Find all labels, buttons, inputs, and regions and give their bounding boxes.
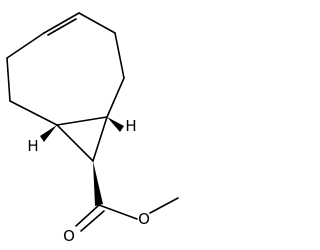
ring-bond-c8-c7 — [114, 32, 125, 79]
cyclopropane-bond-c5-c9 — [56, 124, 94, 162]
molecular-structure: H H O O — [6, 12, 179, 245]
ring-bond-c1-c2-inner — [47, 18, 77, 36]
ring-bond-c4-c5 — [9, 100, 58, 126]
cyclopropane-ring — [56, 116, 108, 162]
carbonyl-oxygen-label: O — [63, 227, 75, 245]
cyclooctene-ring — [6, 12, 125, 126]
ring-bond-c1-c8 — [78, 12, 116, 34]
ring-bond-c3-c4 — [6, 57, 11, 102]
o-methyl-bond — [149, 197, 179, 214]
wedge-bond-h-left — [40, 125, 57, 142]
hydrogen-label-right: H — [125, 117, 136, 135]
ring-bond-c2-c3 — [6, 32, 45, 59]
carbonyl-bond-inner — [80, 210, 105, 232]
ring-bond-c1-c2 — [43, 12, 80, 34]
carbonyl-bond-outer — [75, 204, 100, 227]
methyl-ester-group — [75, 197, 179, 232]
ring-bond-c7-c6 — [106, 77, 125, 118]
wedge-bond-h-right — [107, 117, 124, 132]
cyclopropane-bond-c6-c9 — [92, 116, 108, 162]
wedge-bond-ester — [93, 161, 103, 206]
hydrogen-label-left: H — [27, 137, 38, 155]
cyclopropane-bond-c5-c6 — [56, 116, 108, 126]
atom-labels: H H O O — [27, 117, 150, 245]
ester-oxygen-label: O — [138, 210, 150, 228]
ester-c-o-bond — [98, 204, 138, 220]
